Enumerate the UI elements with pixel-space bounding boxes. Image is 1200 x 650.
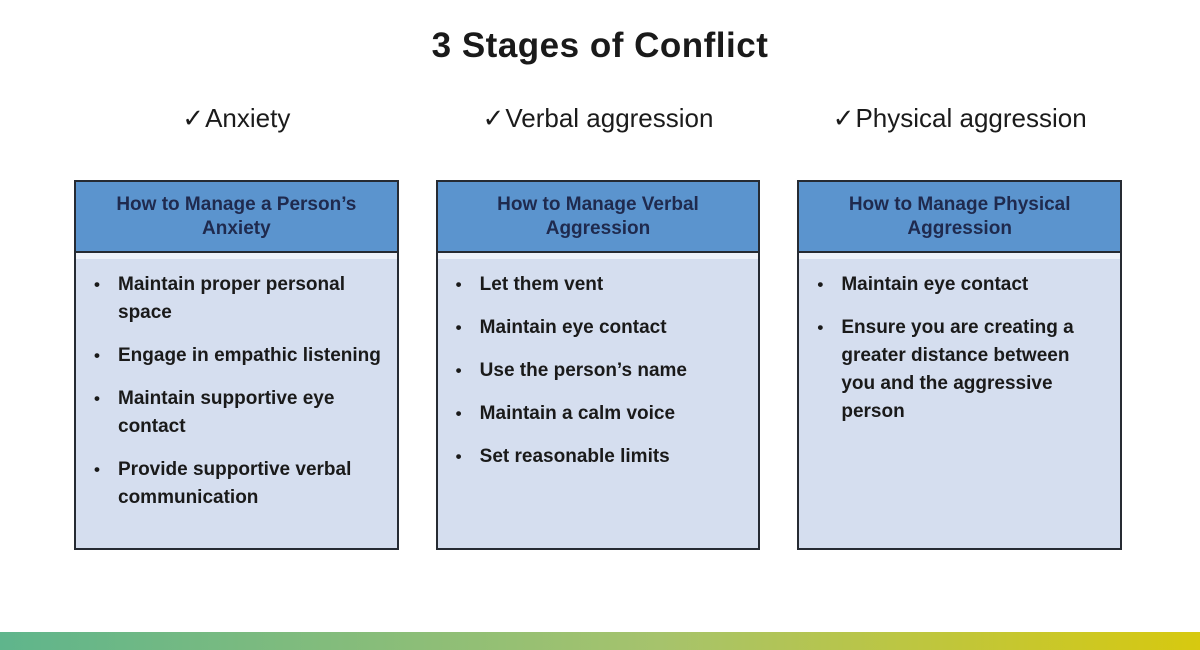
checkmark-icon: ✓ bbox=[832, 103, 855, 133]
header-highlight-strip bbox=[437, 253, 759, 259]
stage-label-physical-aggression: ✓Physical aggression bbox=[797, 100, 1122, 136]
bullet-marker: • bbox=[455, 318, 462, 337]
bullet-text: Provide supportive verbal communication bbox=[118, 459, 352, 508]
bullet-marker: • bbox=[94, 346, 100, 365]
box-title: How to Manage a Person’s Anxiety bbox=[116, 193, 357, 239]
stage-label-anxiety: ✓Anxiety bbox=[74, 100, 399, 136]
column-anxiety: ✓Anxiety How to Manage a Person’s Anxiet… bbox=[74, 100, 399, 550]
manage-box-anxiety: How to Manage a Person’s Anxiety • Maint… bbox=[74, 180, 399, 550]
bullet-marker: • bbox=[94, 275, 100, 294]
column-verbal-aggression: ✓Verbal aggression How to Manage Verbal … bbox=[435, 100, 761, 550]
column-physical-aggression: ✓Physical aggression How to Manage Physi… bbox=[797, 100, 1123, 550]
page-title: 3 Stages of Conflict bbox=[431, 26, 769, 65]
bullet-text: Ensure you are creating a greater distan… bbox=[841, 317, 1074, 422]
bullet-marker: • bbox=[455, 275, 462, 294]
bullet-text: Let them vent bbox=[479, 274, 604, 295]
bullet-marker: • bbox=[455, 404, 462, 423]
bullet-marker: • bbox=[455, 361, 462, 380]
header-highlight-strip bbox=[76, 253, 397, 259]
stage-label-text: Verbal aggression bbox=[505, 103, 714, 133]
manage-box-physical: How to Manage Physical Aggression • Main… bbox=[797, 180, 1123, 550]
bullet-list: • Let them vent • Maintain eye contact •… bbox=[438, 259, 759, 471]
bullet-marker: • bbox=[817, 318, 824, 337]
bullet-text: Set reasonable limits bbox=[479, 446, 670, 467]
footer-gradient-bar bbox=[0, 632, 1200, 650]
bullet-list: • Maintain proper personal space • Engag… bbox=[76, 259, 397, 512]
bullet-marker: • bbox=[94, 460, 100, 479]
bullet-text: Engage in empathic listening bbox=[118, 345, 381, 366]
bullet-text: Maintain eye contact bbox=[841, 274, 1029, 295]
bullet-marker: • bbox=[817, 275, 824, 294]
bullet-text: Maintain proper personal space bbox=[118, 274, 345, 323]
stage-label-verbal-aggression: ✓Verbal aggression bbox=[436, 100, 761, 136]
bullet-marker: • bbox=[455, 447, 462, 466]
box-header: How to Manage a Person’s Anxiety bbox=[76, 182, 397, 253]
bullet-item: • Maintain proper personal space bbox=[92, 271, 385, 327]
box-title: How to Manage Physical Aggression bbox=[848, 193, 1071, 239]
bullet-item: • Engage in empathic listening bbox=[92, 342, 385, 370]
header-highlight-strip bbox=[799, 253, 1121, 259]
manage-box-verbal: How to Manage Verbal Aggression • Let th… bbox=[435, 180, 761, 550]
bullet-text: Maintain supportive eye contact bbox=[118, 388, 335, 437]
bullet-text: Maintain eye contact bbox=[479, 317, 667, 338]
bullet-item: • Ensure you are creating a greater dist… bbox=[815, 314, 1108, 426]
bullet-item: • Maintain supportive eye contact bbox=[92, 385, 385, 441]
bullet-marker: • bbox=[94, 389, 100, 408]
checkmark-icon: ✓ bbox=[482, 103, 505, 133]
box-header: How to Manage Verbal Aggression bbox=[437, 182, 759, 253]
stage-label-text: Physical aggression bbox=[855, 103, 1087, 133]
box-header: How to Manage Physical Aggression bbox=[799, 182, 1121, 253]
stage-columns: ✓Anxiety How to Manage a Person’s Anxiet… bbox=[74, 100, 1123, 550]
checkmark-icon: ✓ bbox=[182, 103, 205, 133]
box-title: How to Manage Verbal Aggression bbox=[497, 193, 699, 239]
bullet-item: • Maintain eye contact bbox=[815, 271, 1108, 299]
bullet-item: • Use the person’s name bbox=[454, 357, 747, 385]
bullet-item: • Maintain a calm voice bbox=[454, 400, 747, 428]
bullet-text: Use the person’s name bbox=[479, 360, 687, 381]
bullet-list: • Maintain eye contact • Ensure you are … bbox=[799, 259, 1120, 426]
bullet-text: Maintain a calm voice bbox=[479, 403, 676, 424]
stage-label-text: Anxiety bbox=[205, 103, 291, 133]
bullet-item: • Let them vent bbox=[454, 271, 747, 299]
bullet-item: • Set reasonable limits bbox=[454, 443, 747, 471]
bullet-item: • Maintain eye contact bbox=[454, 314, 747, 342]
bullet-item: • Provide supportive verbal communicatio… bbox=[92, 456, 385, 512]
